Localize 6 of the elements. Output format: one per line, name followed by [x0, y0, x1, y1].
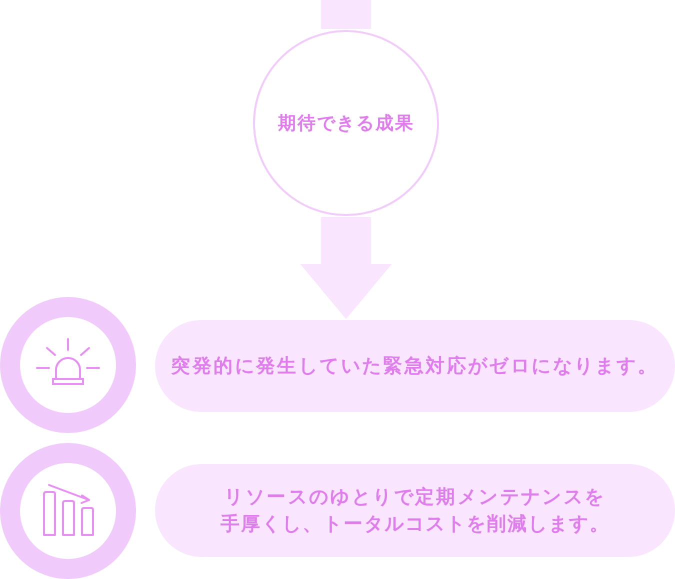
outcome-heading: 期待できる成果 — [276, 112, 416, 136]
outcome-text: リソースのゆとりで定期メンテナンスを手厚くし、トータルコストを削減します。 — [219, 484, 611, 536]
result-pill — [155, 464, 675, 557]
result-pill — [155, 320, 675, 412]
outcome-text: 突発的に発生していた緊急対応がゼロになります。 — [170, 354, 660, 378]
down-arrow — [300, 217, 392, 319]
